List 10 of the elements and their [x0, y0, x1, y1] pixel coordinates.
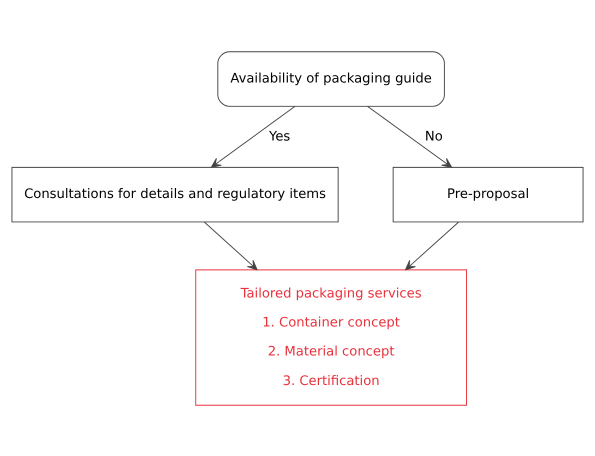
arrow: [405, 221, 460, 270]
node-box: Tailored packaging services 1. Container concept 2. Material concept 3. Certification: [195, 268, 467, 406]
node-box: Consultations for details and regulatory items: [11, 166, 339, 222]
edge-label: No: [424, 128, 443, 144]
arrow: [204, 221, 258, 270]
node-box: Availability of packaging guide: [217, 50, 445, 106]
arrow: [367, 105, 452, 168]
node-box: Pre-proposal: [392, 166, 584, 222]
arrow: [210, 105, 296, 168]
edge-label: Yes: [269, 128, 290, 144]
